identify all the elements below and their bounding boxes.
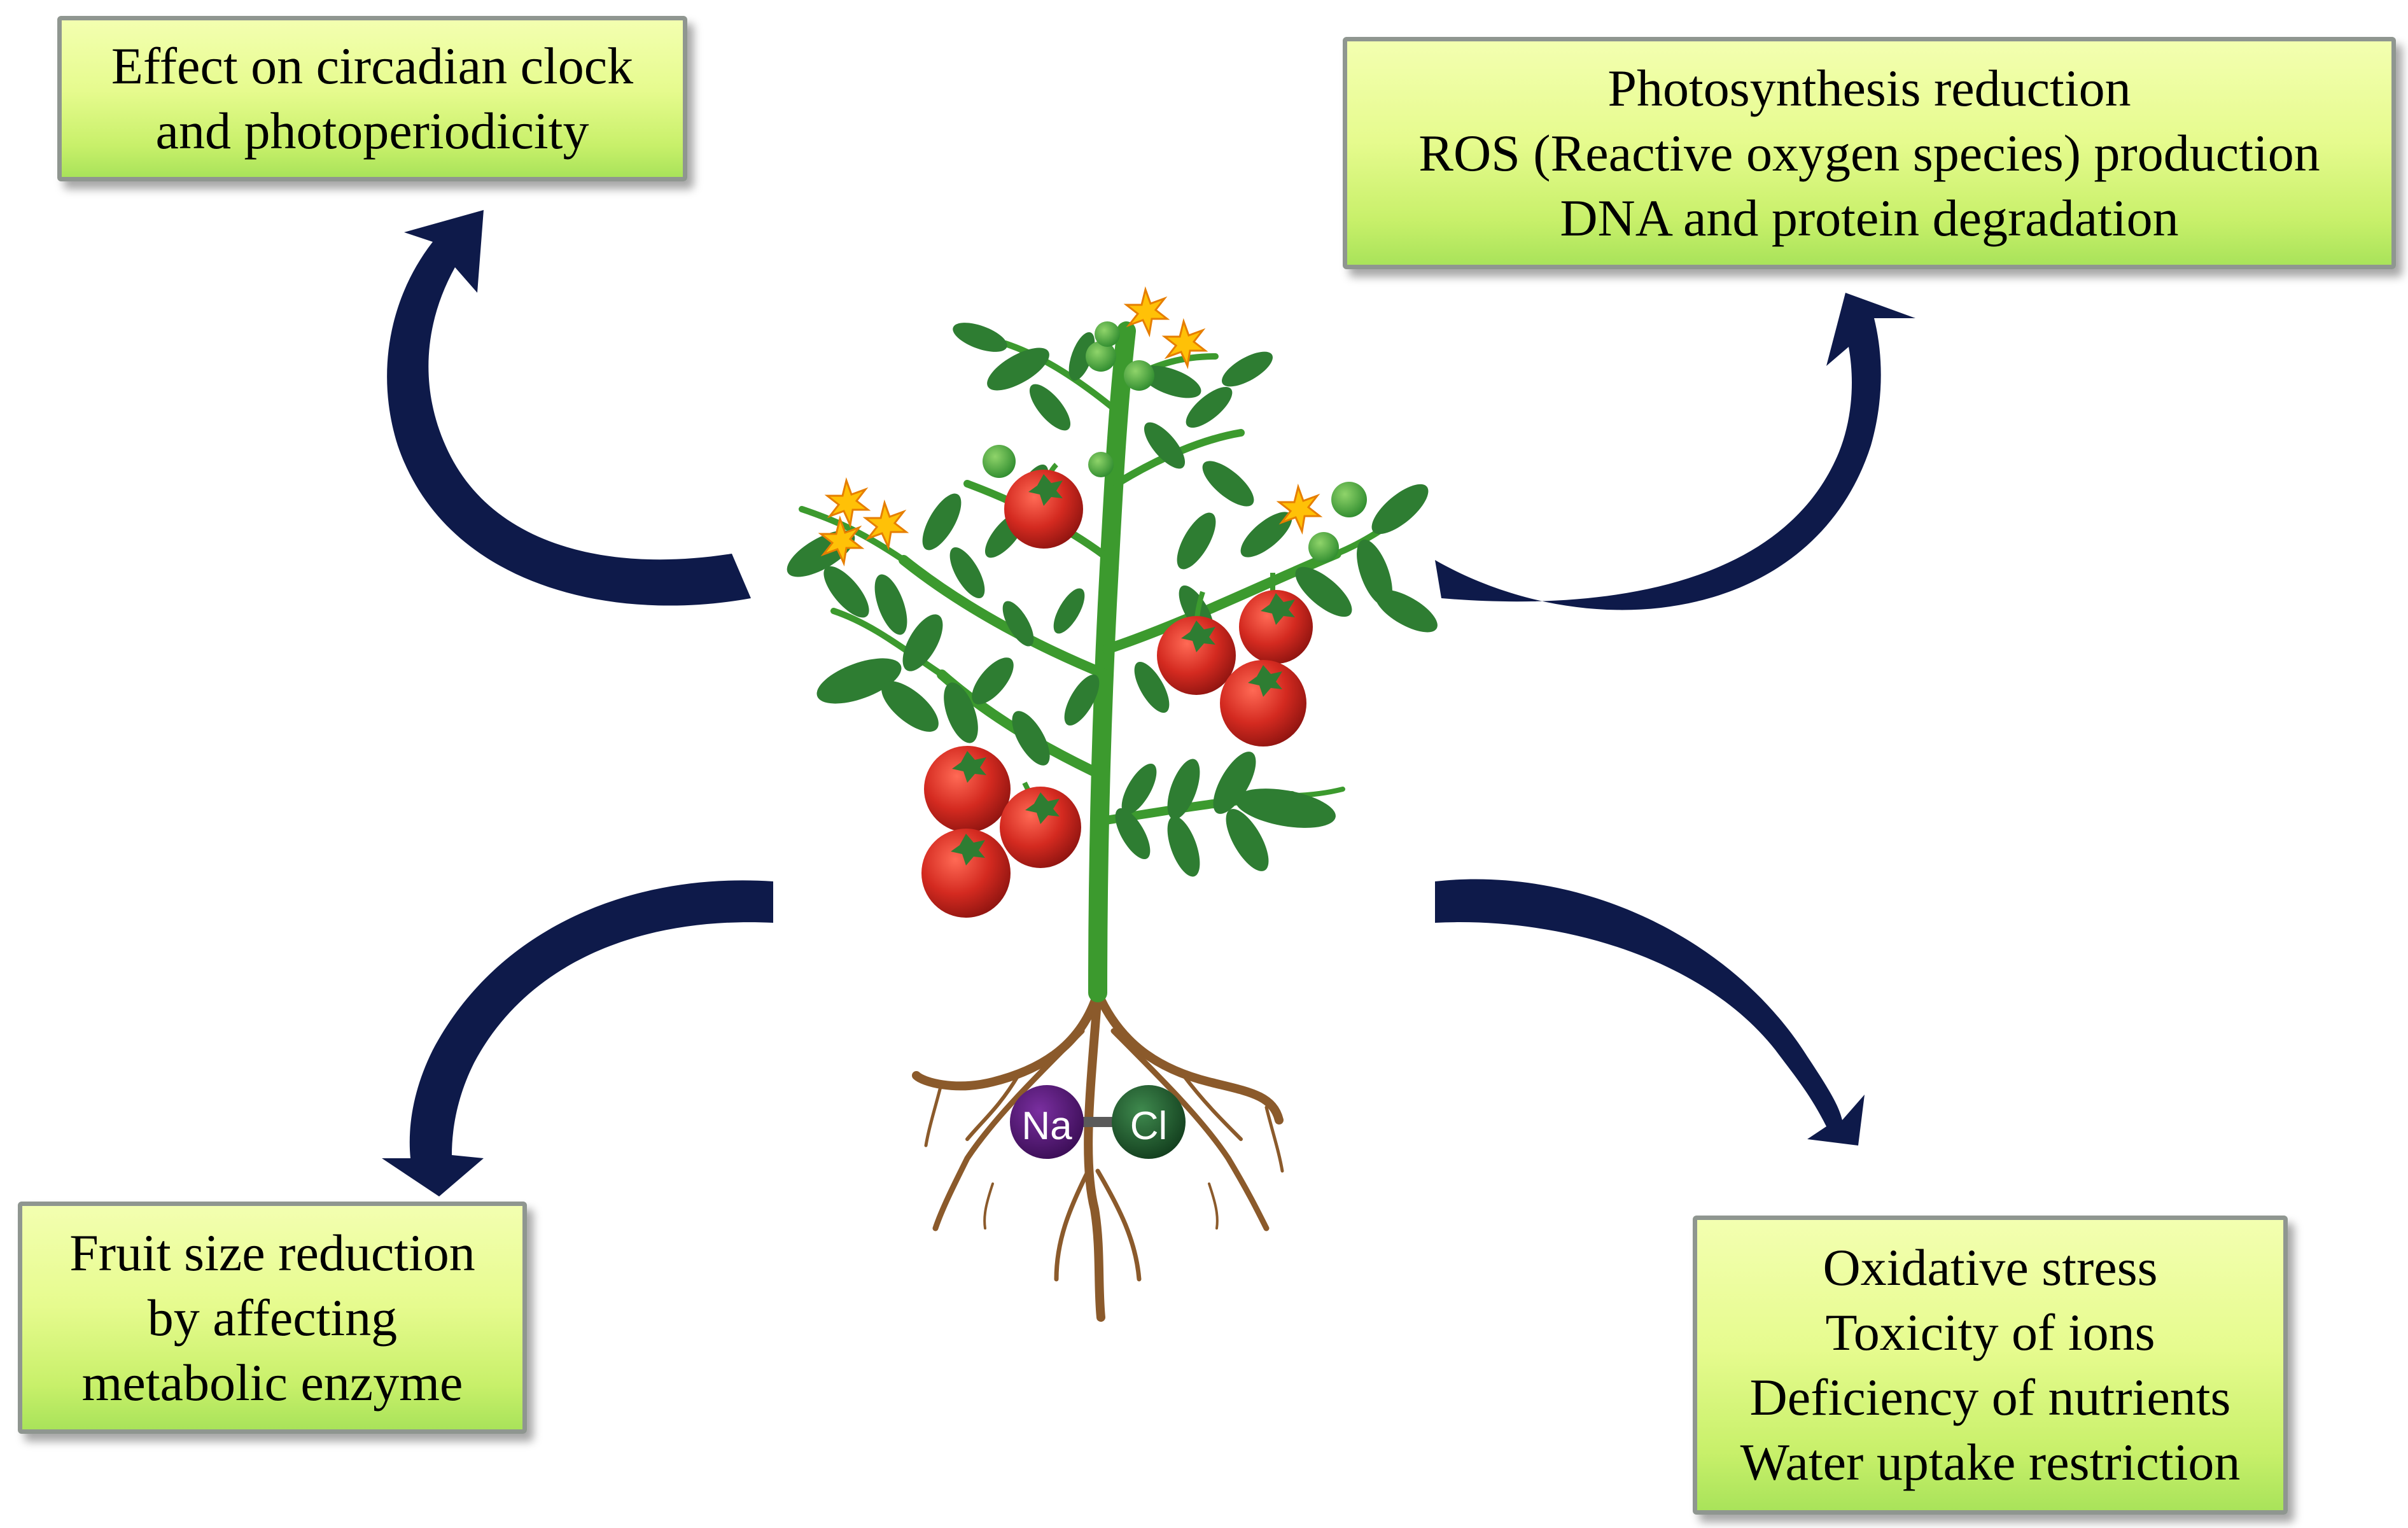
circadian-line-2: and photoperiodicity xyxy=(155,102,589,160)
chloride-ion xyxy=(1112,1085,1186,1159)
sodium-label: Na xyxy=(1021,1104,1072,1148)
tomato-calyxes xyxy=(951,474,1295,866)
photosynthesis-effect-box: Photosynthesis reduction ROS (Reactive o… xyxy=(1343,37,2396,269)
tomato xyxy=(1239,590,1313,664)
tomato xyxy=(924,746,1011,832)
photosynthesis-line-2: ROS (Reactive oxygen species) production xyxy=(1418,123,2320,182)
chloride-label: Cl xyxy=(1130,1104,1168,1148)
fruit-line-2: by affecting xyxy=(147,1288,398,1347)
nacl-molecule: Na Cl xyxy=(1010,1085,1186,1159)
tomato xyxy=(1220,660,1306,746)
stress-line-3: Deficiency of nutrients xyxy=(1749,1368,2231,1426)
tomato-flowers xyxy=(818,286,1323,567)
circadian-clock-effect-box: Effect on circadian clock and photoperio… xyxy=(57,16,687,181)
tomato xyxy=(921,829,1011,918)
photosynthesis-line-1: Photosynthesis reduction xyxy=(1607,59,2131,117)
fruit-line-3: metabolic enzyme xyxy=(81,1353,463,1412)
arrow-to-fruit-box xyxy=(382,880,773,1196)
arrow-to-stress-box xyxy=(1435,879,1865,1146)
photosynthesis-line-3: DNA and protein degradation xyxy=(1560,188,2179,247)
oxidative-stress-effect-box: Oxidative stress Toxicity of ions Defici… xyxy=(1693,1216,2288,1515)
arrow-to-circadian-box xyxy=(387,210,751,606)
tomato xyxy=(1004,470,1083,549)
tomato xyxy=(1157,616,1236,695)
sodium-ion xyxy=(1010,1085,1084,1159)
plant-roots xyxy=(912,988,1284,1322)
ripe-tomatoes xyxy=(921,470,1313,918)
fruit-line-1: Fruit size reduction xyxy=(69,1223,475,1282)
arrow-to-photosynthesis-box xyxy=(1435,293,1915,610)
tomato xyxy=(1000,787,1081,868)
stress-line-2: Toxicity of ions xyxy=(1825,1303,2155,1361)
stress-line-1: Oxidative stress xyxy=(1823,1238,2158,1296)
fruit-size-effect-box: Fruit size reduction by affecting metabo… xyxy=(18,1202,527,1434)
circadian-line-1: Effect on circadian clock xyxy=(111,37,634,95)
stress-line-4: Water uptake restriction xyxy=(1740,1433,2241,1491)
green-tomatoes xyxy=(983,321,1367,563)
